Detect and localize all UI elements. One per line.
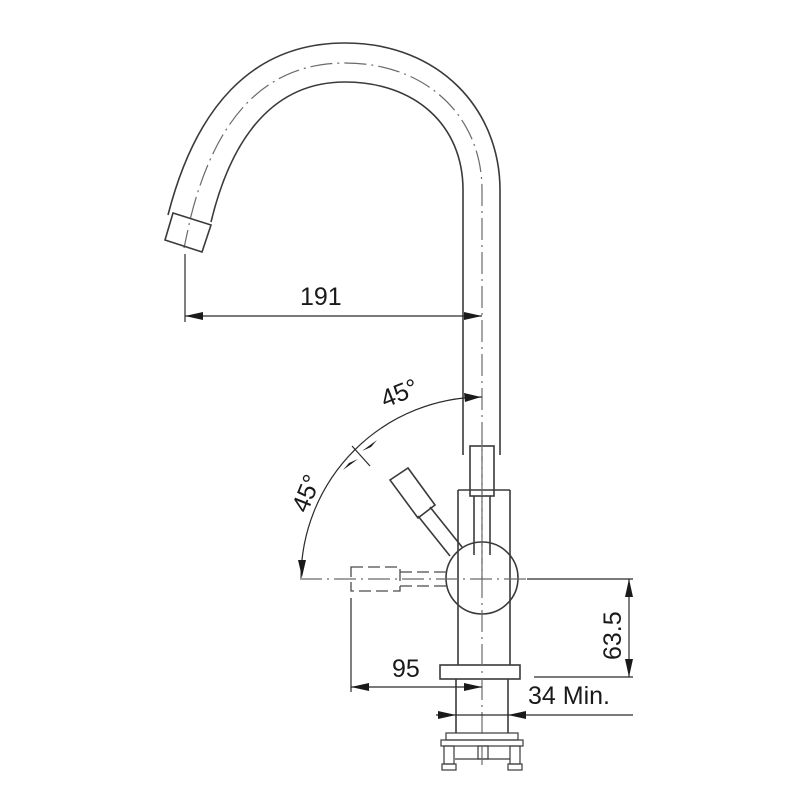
dimension-45-lower-label: 45° bbox=[287, 471, 327, 517]
dimension-95-label: 95 bbox=[392, 655, 420, 683]
lever-closed-position bbox=[350, 566, 447, 592]
dimension-lever-angle: 45° 45° bbox=[287, 373, 483, 579]
lever-handle bbox=[388, 466, 463, 557]
deck-flange bbox=[439, 664, 521, 680]
dimension-63-5-label: 63.5 bbox=[599, 611, 627, 660]
dimension-34-min-label: 34 Min. bbox=[528, 682, 610, 710]
aerator bbox=[164, 211, 213, 254]
dimension-lever-offset: 95 bbox=[350, 598, 482, 692]
spout bbox=[164, 42, 501, 580]
dimension-45-upper-label: 45° bbox=[377, 373, 423, 413]
dimension-mounting-hole: 34 Min. bbox=[436, 682, 633, 719]
dimension-lever-height: 63.5 bbox=[527, 578, 633, 678]
faucet-body bbox=[300, 440, 530, 771]
dimension-191-label: 191 bbox=[300, 283, 342, 311]
dimension-spout-reach: 191 bbox=[184, 254, 482, 322]
